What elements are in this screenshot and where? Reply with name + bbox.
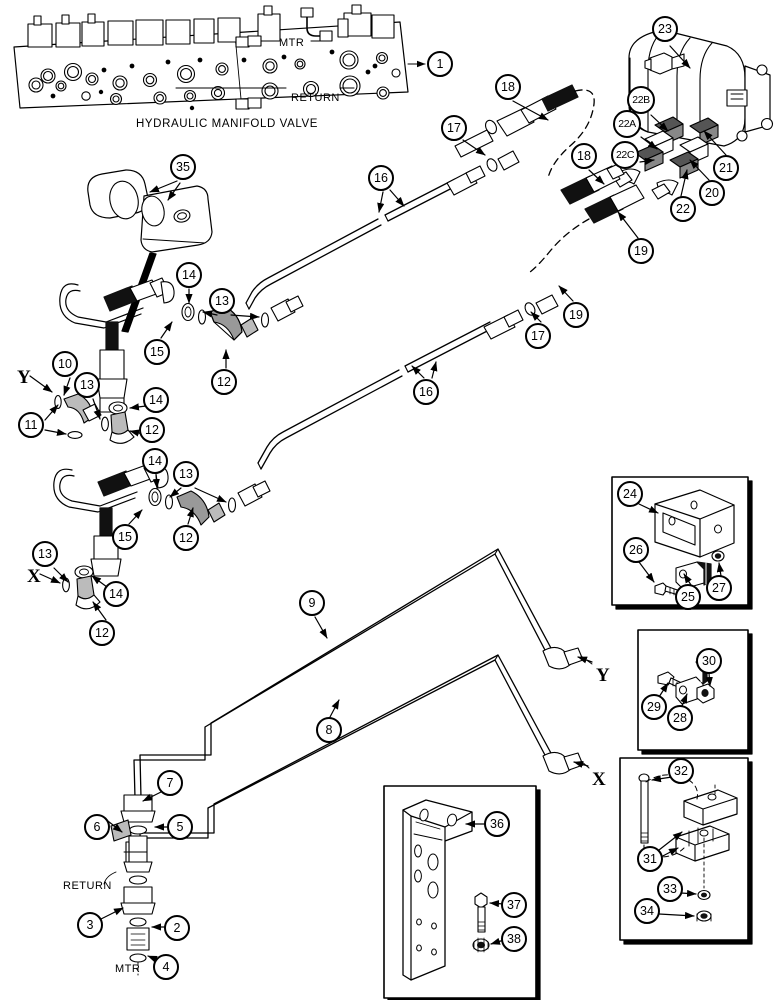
- callout-bubble-33: 33: [657, 876, 683, 902]
- callout-bubble-20: 20: [699, 180, 725, 206]
- reference-marker-x-left: X: [27, 566, 41, 587]
- hydraulic-pump-assembly: [628, 29, 774, 147]
- callout-bubble-28: 28: [667, 705, 693, 731]
- callout-bubble-22: 22: [670, 196, 696, 222]
- callout-bubble-29: 29: [641, 694, 667, 720]
- callout-bubble-22a: 22A: [613, 110, 641, 138]
- callout-bubble-12: 12: [173, 525, 199, 551]
- tube-16-lower: [257, 294, 559, 470]
- callout-bubble-16: 16: [368, 165, 394, 191]
- pump-port-fittings: [613, 116, 719, 200]
- callout-bubble-3: 3: [77, 912, 103, 938]
- callout-bubble-23: 23: [652, 16, 678, 42]
- callout-bubble-21: 21: [713, 155, 739, 181]
- callout-bubble-6: 6: [84, 814, 110, 840]
- callout-bubble-2: 2: [164, 915, 190, 941]
- callout-bubble-31: 31: [637, 846, 663, 872]
- callout-bubble-19: 19: [628, 238, 654, 264]
- tube-16-upper: [245, 150, 520, 310]
- callout-bubble-12: 12: [89, 620, 115, 646]
- callout-bubble-27: 27: [706, 575, 732, 601]
- coiled-hose-15-lower: [53, 462, 271, 610]
- callout-bubble-9: 9: [299, 590, 325, 616]
- callout-bubble-12: 12: [211, 369, 237, 395]
- port-label-return-bottom: RETURN: [63, 880, 112, 892]
- inset-clamp-hardware: [637, 629, 753, 755]
- inset-mount-bracket: [383, 785, 541, 1000]
- callout-bubble-25: 25: [675, 584, 701, 610]
- callout-bubble-14: 14: [176, 262, 202, 288]
- callout-bubble-8: 8: [316, 717, 342, 743]
- callout-bubble-12: 12: [139, 417, 165, 443]
- reference-marker-y-left: Y: [17, 367, 31, 388]
- reference-marker-y-right: Y: [596, 665, 610, 686]
- callout-bubble-26: 26: [623, 537, 649, 563]
- hydraulic-manifold-valve-body: [13, 4, 426, 111]
- callout-bubble-38: 38: [501, 926, 527, 952]
- callout-bubble-37: 37: [501, 892, 527, 918]
- callout-bubble-10: 10: [52, 351, 78, 377]
- clamp-35: [87, 169, 213, 333]
- hose-19-connector: [529, 184, 645, 273]
- callout-bubble-1: 1: [427, 51, 453, 77]
- callout-bubble-13: 13: [209, 288, 235, 314]
- callout-bubble-15: 15: [112, 524, 138, 550]
- callout-bubble-17: 17: [525, 323, 551, 349]
- callout-bubble-24: 24: [617, 481, 643, 507]
- callout-bubble-13: 13: [74, 372, 100, 398]
- callout-bubble-19: 19: [563, 302, 589, 328]
- callout-bubble-30: 30: [696, 648, 722, 674]
- callout-bubble-22c: 22C: [611, 141, 639, 169]
- callout-bubble-14: 14: [143, 387, 169, 413]
- callout-bubble-18: 18: [571, 143, 597, 169]
- callout-bubble-13: 13: [173, 461, 199, 487]
- callout-bubble-35: 35: [170, 154, 196, 180]
- callout-bubble-15: 15: [144, 339, 170, 365]
- callout-bubble-13: 13: [32, 541, 58, 567]
- port-label-mtr-bottom: MTR: [115, 963, 141, 975]
- callout-bubble-7: 7: [157, 770, 183, 796]
- callout-bubble-4: 4: [153, 954, 179, 980]
- port-label-mtr-top: MTR: [279, 37, 305, 49]
- callout-bubble-18: 18: [495, 74, 521, 100]
- port-label-return-top: RETURN: [291, 92, 340, 104]
- hose-18-upper: [454, 84, 595, 179]
- callout-bubble-5: 5: [167, 814, 193, 840]
- callout-bubble-14: 14: [142, 448, 168, 474]
- page-title: HYDRAULIC MANIFOLD VALVE: [136, 118, 319, 130]
- callout-bubble-17: 17: [441, 115, 467, 141]
- callout-bubble-14: 14: [103, 581, 129, 607]
- callout-bubble-34: 34: [634, 898, 660, 924]
- callout-bubble-32: 32: [668, 758, 694, 784]
- callout-bubble-16: 16: [413, 379, 439, 405]
- reference-marker-x-right: X: [592, 769, 606, 790]
- callout-bubble-22b: 22B: [627, 86, 655, 114]
- callout-bubble-36: 36: [484, 811, 510, 837]
- coiled-hose-15-upper: [59, 277, 304, 341]
- callout-bubble-11: 11: [18, 412, 44, 438]
- long-tube-9: [133, 548, 593, 799]
- lower-port-stack: [103, 794, 156, 976]
